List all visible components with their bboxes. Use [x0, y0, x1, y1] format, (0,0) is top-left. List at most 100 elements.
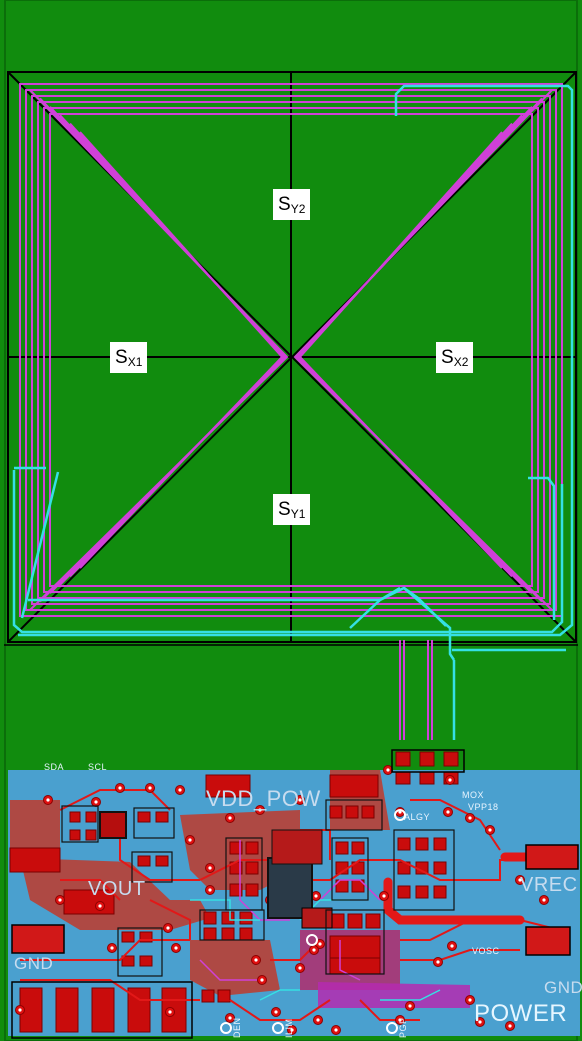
coil-loop: [37, 101, 545, 599]
smd-pad: [155, 855, 169, 867]
ic-chips: [99, 811, 333, 929]
smd-pad: [203, 927, 217, 941]
via-hole: [468, 998, 472, 1002]
test-point: [272, 1022, 284, 1034]
smd-pad: [69, 811, 81, 823]
via-hole: [98, 904, 102, 908]
via-hole: [94, 800, 98, 804]
via-hole: [18, 1008, 22, 1012]
silk-vpp18: VPP18: [468, 802, 499, 812]
via-hole: [334, 1028, 338, 1032]
coil-traces: [19, 83, 563, 617]
via-hole: [398, 810, 402, 814]
smd-pad: [139, 955, 153, 967]
via-hole: [260, 978, 264, 982]
silk-pgp: PGP: [398, 1017, 408, 1038]
cyan-traces: [12, 84, 574, 740]
feed-lines: [399, 640, 433, 740]
test-point: [306, 934, 318, 946]
smd-pad: [9, 847, 61, 873]
via-hole: [436, 960, 440, 964]
smd-pad: [229, 883, 243, 897]
test-point: [220, 1022, 232, 1034]
smd-pad: [395, 751, 411, 767]
smd-pad: [205, 774, 251, 798]
smd-pad: [63, 889, 115, 915]
smd-pad: [335, 841, 349, 855]
via-hole: [312, 948, 316, 952]
via-hole: [188, 838, 192, 842]
smd-pad: [69, 829, 81, 841]
via-hole: [254, 958, 258, 962]
smd-pad: [329, 774, 379, 798]
smd-pad: [203, 911, 217, 925]
smd-pad: [85, 811, 97, 823]
smd-pad: [419, 751, 435, 767]
via-hole: [298, 798, 302, 802]
via-hole: [46, 798, 50, 802]
silk-gnd-right: GND: [544, 978, 582, 997]
via-hole: [208, 888, 212, 892]
via-hole: [110, 946, 114, 950]
smd-pad: [137, 811, 151, 823]
via-hole: [274, 1010, 278, 1014]
via-hole: [408, 1004, 412, 1008]
silk-vosc: VOSC: [472, 946, 500, 956]
via-hole: [450, 944, 454, 948]
smd-pad: [397, 837, 411, 851]
via-hole: [258, 808, 262, 812]
silk-algy: ALGY: [404, 812, 431, 822]
smd-pad: [365, 913, 381, 929]
via-hole: [58, 898, 62, 902]
smd-pad: [433, 885, 447, 899]
smd-pad: [239, 911, 253, 925]
silk-vrec: VREC: [520, 874, 578, 896]
smd-pad: [395, 771, 411, 785]
label-sx2: SX2: [436, 342, 474, 373]
silk-vdd-pow: VDD_POW: [206, 786, 321, 811]
smd-pad: [361, 805, 375, 819]
coil-branch: [79, 131, 284, 569]
via-hole: [208, 866, 212, 870]
component-outlines: [61, 799, 455, 977]
via-hole: [314, 894, 318, 898]
coil-loop: [25, 89, 557, 611]
label-sy2: SY2: [273, 189, 311, 220]
coil-loop: [31, 95, 551, 605]
via-hole: [386, 768, 390, 772]
smd-pad: [201, 989, 215, 1003]
smd-pad: [347, 913, 363, 929]
silk-sda: SDA: [44, 762, 65, 772]
via-hole: [290, 1028, 294, 1032]
smd-pad: [217, 989, 231, 1003]
sensor-frame: [4, 71, 578, 646]
smd-pad: [329, 805, 343, 819]
via-hole: [382, 894, 386, 898]
smd-pad: [419, 771, 435, 785]
vias: [15, 765, 549, 1035]
smd-pad: [329, 957, 381, 975]
smd-pad: [345, 805, 359, 819]
smd-pad: [139, 931, 153, 943]
smd-pad: [91, 987, 115, 1033]
label-sx1: SX1: [110, 342, 148, 373]
smd-pad: [121, 955, 135, 967]
via-hole: [318, 942, 322, 946]
via-hole: [178, 788, 182, 792]
smd-pad: [221, 927, 235, 941]
smd-pad: [245, 841, 259, 855]
smd-pad: [415, 837, 429, 851]
label-sy1: SY1: [273, 494, 311, 525]
connectors: [11, 749, 579, 1039]
via-hole: [542, 898, 546, 902]
via-hole: [228, 816, 232, 820]
via-hole: [518, 878, 522, 882]
via-hole: [398, 1018, 402, 1022]
silk-vout: VOUT: [88, 878, 146, 900]
silk-mox: MOX: [462, 790, 485, 800]
smd-pad: [55, 987, 79, 1033]
smd-pad: [221, 911, 235, 925]
smd-pad: [433, 861, 447, 875]
silk-den: DEN: [232, 1017, 242, 1038]
